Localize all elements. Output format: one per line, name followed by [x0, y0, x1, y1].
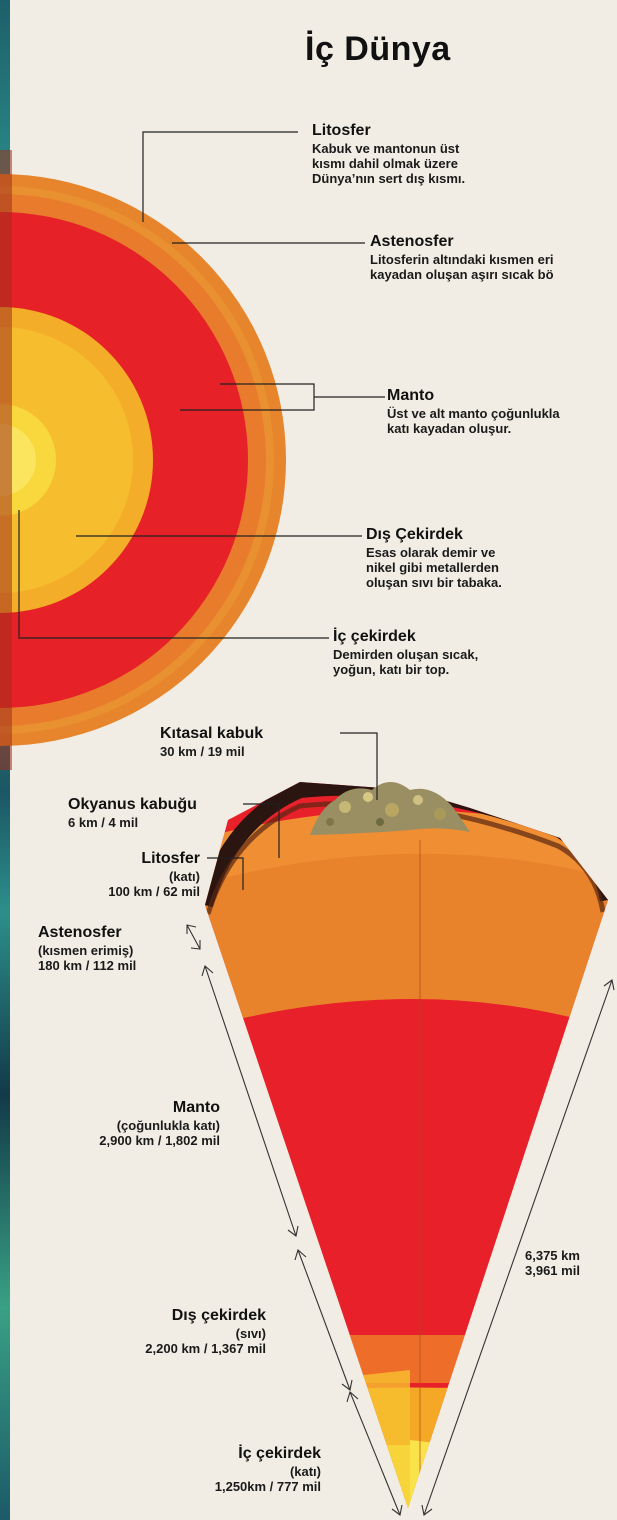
- label-wedge-astenosfer-value: 180 km / 112 mil: [38, 958, 136, 973]
- label-wedge-ic-cekirdek-value: 1,250km / 777 mil: [215, 1479, 321, 1494]
- label-radius: 6,375 km 3,961 mil: [525, 1248, 580, 1278]
- label-wedge-astenosfer: Astenosfer (kısmen erimiş) 180 km / 112 …: [38, 923, 136, 973]
- label-wedge-manto: Manto (çoğunlukla katı) 2,900 km / 1,802…: [99, 1098, 220, 1148]
- label-kitasal-kabuk: Kıtasal kabuk 30 km / 19 mil: [160, 724, 263, 759]
- label-wedge-dis-cekirdek-name: Dış çekirdek: [145, 1306, 266, 1326]
- label-kitasal-kabuk-name: Kıtasal kabuk: [160, 724, 263, 744]
- label-litosfer-desc-1: Kabuk ve mantonun üst: [312, 141, 465, 156]
- label-wedge-ic-cekirdek-name: İç çekirdek: [215, 1444, 321, 1464]
- label-litosfer-desc-2: kısmı dahil olmak üzere: [312, 156, 465, 171]
- label-wedge-ic-cekirdek-state: (katı): [215, 1464, 321, 1479]
- page-title: İç Dünya: [305, 30, 451, 69]
- label-wedge-dis-cekirdek-value: 2,200 km / 1,367 mil: [145, 1341, 266, 1356]
- label-wedge-litosfer-state: (katı): [108, 869, 200, 884]
- label-radius-mi: 3,961 mil: [525, 1263, 580, 1278]
- label-astenosfer: Astenosfer Litosferin altındaki kısmen e…: [370, 232, 554, 282]
- label-ic-cekirdek-desc-2: yoğun, katı bir top.: [333, 662, 478, 677]
- label-kitasal-kabuk-value: 30 km / 19 mil: [160, 744, 263, 759]
- label-manto-name: Manto: [387, 386, 560, 406]
- label-ic-cekirdek-desc-1: Demirden oluşan sıcak,: [333, 647, 478, 662]
- label-wedge-dis-cekirdek-state: (sıvı): [145, 1326, 266, 1341]
- label-wedge-manto-state: (çoğunlukla katı): [99, 1118, 220, 1133]
- label-wedge-litosfer-value: 100 km / 62 mil: [108, 884, 200, 899]
- label-wedge-litosfer-name: Litosfer: [108, 849, 200, 869]
- label-manto: Manto Üst ve alt manto çoğunlukla katı k…: [387, 386, 560, 436]
- label-litosfer-desc-3: Dünya’nın sert dış kısmı.: [312, 171, 465, 186]
- label-astenosfer-desc-2: kayadan oluşan aşırı sıcak bö: [370, 267, 554, 282]
- label-wedge-astenosfer-state: (kısmen erimiş): [38, 943, 136, 958]
- label-wedge-litosfer: Litosfer (katı) 100 km / 62 mil: [108, 849, 200, 899]
- label-wedge-manto-name: Manto: [99, 1098, 220, 1118]
- label-wedge-dis-cekirdek: Dış çekirdek (sıvı) 2,200 km / 1,367 mil: [145, 1306, 266, 1356]
- label-litosfer-name: Litosfer: [312, 121, 465, 141]
- label-astenosfer-name: Astenosfer: [370, 232, 554, 252]
- label-ic-cekirdek: İç çekirdek Demirden oluşan sıcak, yoğun…: [333, 627, 478, 677]
- label-astenosfer-desc-1: Litosferin altındaki kısmen eri: [370, 252, 554, 267]
- label-wedge-astenosfer-name: Astenosfer: [38, 923, 136, 943]
- label-litosfer: Litosfer Kabuk ve mantonun üst kısmı dah…: [312, 121, 465, 186]
- label-ic-cekirdek-name: İç çekirdek: [333, 627, 478, 647]
- label-dis-cekirdek-desc-1: Esas olarak demir ve: [366, 545, 502, 560]
- label-manto-desc-2: katı kayadan oluşur.: [387, 421, 560, 436]
- label-okyanus-kabugu: Okyanus kabuğu 6 km / 4 mil: [68, 795, 197, 830]
- label-radius-km: 6,375 km: [525, 1248, 580, 1263]
- label-dis-cekirdek-name: Dış Çekirdek: [366, 525, 502, 545]
- label-wedge-ic-cekirdek: İç çekirdek (katı) 1,250km / 777 mil: [215, 1444, 321, 1494]
- earth-wedge: [0, 780, 617, 1520]
- label-manto-desc-1: Üst ve alt manto çoğunlukla: [387, 406, 560, 421]
- label-dis-cekirdek-desc-3: oluşan sıvı bir tabaka.: [366, 575, 502, 590]
- label-wedge-manto-value: 2,900 km / 1,802 mil: [99, 1133, 220, 1148]
- label-okyanus-kabugu-name: Okyanus kabuğu: [68, 795, 197, 815]
- label-dis-cekirdek: Dış Çekirdek Esas olarak demir ve nikel …: [366, 525, 502, 590]
- label-okyanus-kabugu-value: 6 km / 4 mil: [68, 815, 197, 830]
- label-dis-cekirdek-desc-2: nikel gibi metallerden: [366, 560, 502, 575]
